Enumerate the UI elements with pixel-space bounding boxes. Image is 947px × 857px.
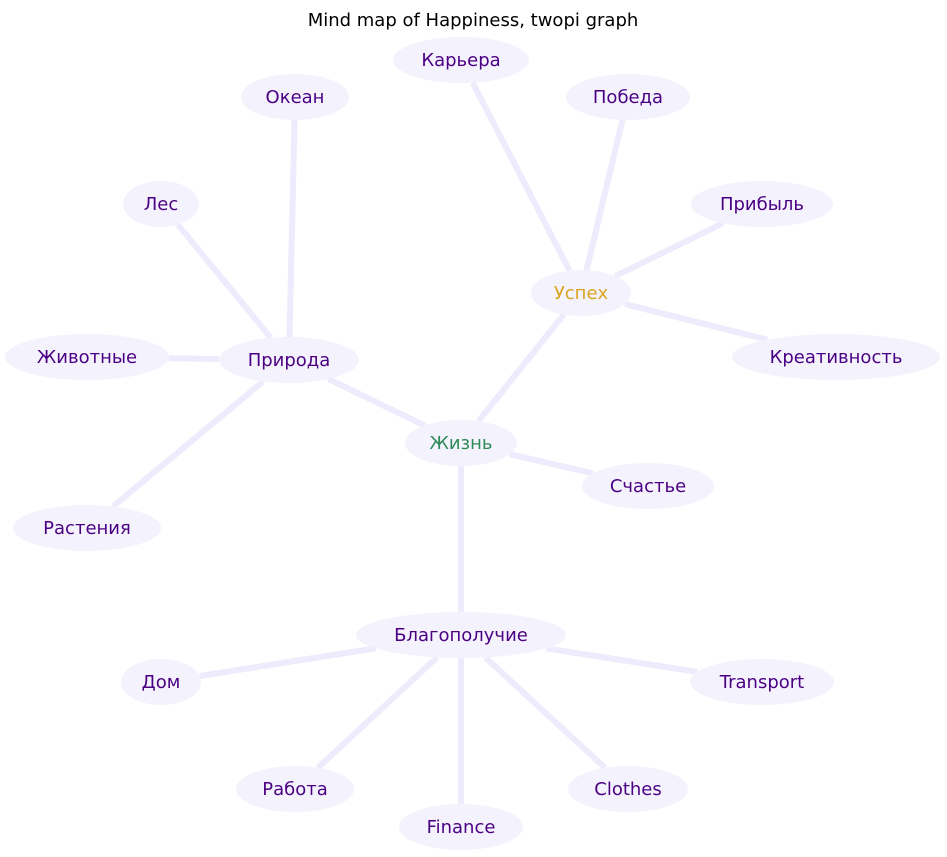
node-creativity-shape [732,334,940,380]
node-finance-label: Finance [427,817,496,838]
node-finance: Finance [399,804,523,850]
edge-wellbeing-home [199,645,377,679]
edge-success-creativity [624,301,768,343]
node-victory-shape [566,74,690,120]
node-transport-label: Transport [719,672,804,693]
node-animals-shape [5,334,169,380]
edge-success-career [470,81,573,272]
node-wellbeing-shape [356,612,566,658]
node-home-label: Дом [142,672,181,693]
edge-life-success [476,312,567,423]
node-finance-shape [399,804,523,850]
edges-group [110,81,768,804]
node-clothes-label: Clothes [594,779,662,800]
edge-life-happiness [509,451,594,477]
node-creativity-label: Креативность [770,347,903,368]
edge-success-profit [613,220,725,279]
node-ocean-shape [241,74,349,120]
node-nature: Природа [219,337,359,383]
edge-wellbeing-clothes [483,655,608,771]
node-life-shape [405,420,517,466]
node-profit: Прибыль [691,181,833,227]
edge-wellbeing-transport [546,645,698,675]
node-home-shape [121,659,201,705]
node-happiness-shape [582,463,714,509]
node-career-shape [393,37,529,83]
edge-nature-ocean [286,119,298,338]
node-career: Карьера [393,37,529,83]
node-forest: Лес [123,181,199,227]
node-nature-shape [219,337,359,383]
edge-nature-plants [110,379,266,509]
node-plants: Растения [13,505,161,551]
node-work: Работа [236,766,354,812]
node-career-label: Карьера [421,50,500,71]
node-success: Успех [531,270,631,316]
node-work-label: Работа [262,779,328,800]
edge-life-nature [327,376,427,429]
node-work-shape [236,766,354,812]
node-happiness: Счастье [582,463,714,509]
node-animals: Животные [5,334,169,380]
node-clothes-shape [568,766,688,812]
edge-wellbeing-work [315,655,439,770]
node-transport: Transport [690,659,834,705]
edge-nature-forest [175,222,274,340]
node-clothes: Clothes [568,766,688,812]
node-home: Дом [121,659,201,705]
node-profit-label: Прибыль [720,194,804,215]
node-forest-label: Лес [144,194,179,215]
node-happiness-label: Счастье [610,476,686,497]
node-victory-label: Победа [593,87,663,108]
node-wellbeing: Благополучие [356,612,566,658]
node-wellbeing-label: Благополучие [394,625,528,646]
node-plants-shape [13,505,161,551]
node-success-shape [531,270,631,316]
node-success-label: Успех [554,283,609,304]
diagram-title: Mind map of Happiness, twopi graph [308,10,639,31]
node-plants-label: Растения [43,518,131,539]
node-victory: Победа [566,74,690,120]
node-animals-label: Животные [37,347,137,368]
node-nature-label: Природа [248,350,331,371]
edge-success-victory [583,119,626,271]
node-life-label: Жизнь [429,433,492,454]
edge-nature-animals [168,355,220,362]
node-forest-shape [123,181,199,227]
node-profit-shape [691,181,833,227]
node-ocean: Океан [241,74,349,120]
node-ocean-label: Океан [266,87,325,108]
node-transport-shape [690,659,834,705]
node-life: Жизнь [405,420,517,466]
node-creativity: Креативность [732,334,940,380]
